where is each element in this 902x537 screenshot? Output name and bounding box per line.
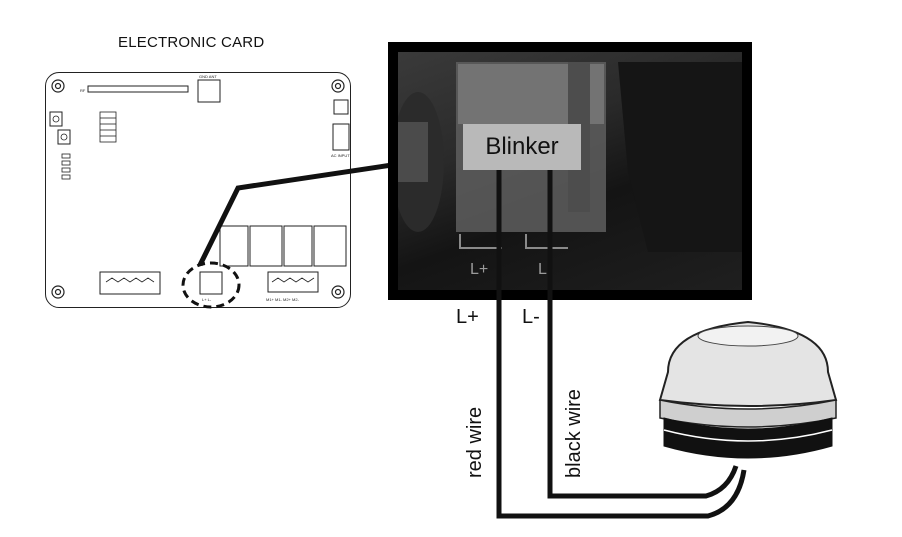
left-leds: [61, 153, 71, 180]
pcb-label-ac-input: AC INPUT: [331, 153, 350, 158]
pcb-label-motor-terminals: M1+ M1- M2+ M2-: [266, 297, 300, 302]
black-wire: [547, 170, 739, 499]
dip-switch: [99, 111, 117, 143]
black-wire-label: black wire: [563, 389, 585, 478]
pcb-label-gnd-ant: GND ANT: [199, 74, 217, 79]
photo-image: L+ L-: [398, 52, 742, 290]
callout-circle: [181, 261, 241, 309]
relays: [219, 225, 347, 267]
leader-line: [197, 162, 393, 267]
beacon-lamp: [658, 320, 838, 459]
wire-label-minus: L-: [522, 306, 540, 328]
red-wire-label: red wire: [464, 406, 486, 478]
blinker-terminal: [199, 271, 223, 295]
input-terminal-block: [99, 271, 161, 295]
blinker-label: Blinker: [463, 124, 581, 170]
pcb-label-l-terminal: L+ L-: [202, 297, 212, 302]
antenna-terminal: [197, 79, 221, 103]
rf-connector: [87, 85, 189, 93]
card-title: ELECTRONIC CARD: [118, 34, 265, 51]
photo-label-plus: L+: [470, 261, 488, 278]
motor-terminal-block: [267, 271, 319, 293]
wire-label-plus: L+: [456, 306, 479, 328]
blinker-terminal-photo: L+ L-: [388, 42, 752, 300]
mounting-holes: [51, 79, 345, 299]
electronic-card: [45, 72, 351, 308]
pcb-label-rf: RF: [80, 88, 86, 93]
ac-input-terminal: [332, 123, 350, 151]
red-wire: [496, 170, 747, 519]
